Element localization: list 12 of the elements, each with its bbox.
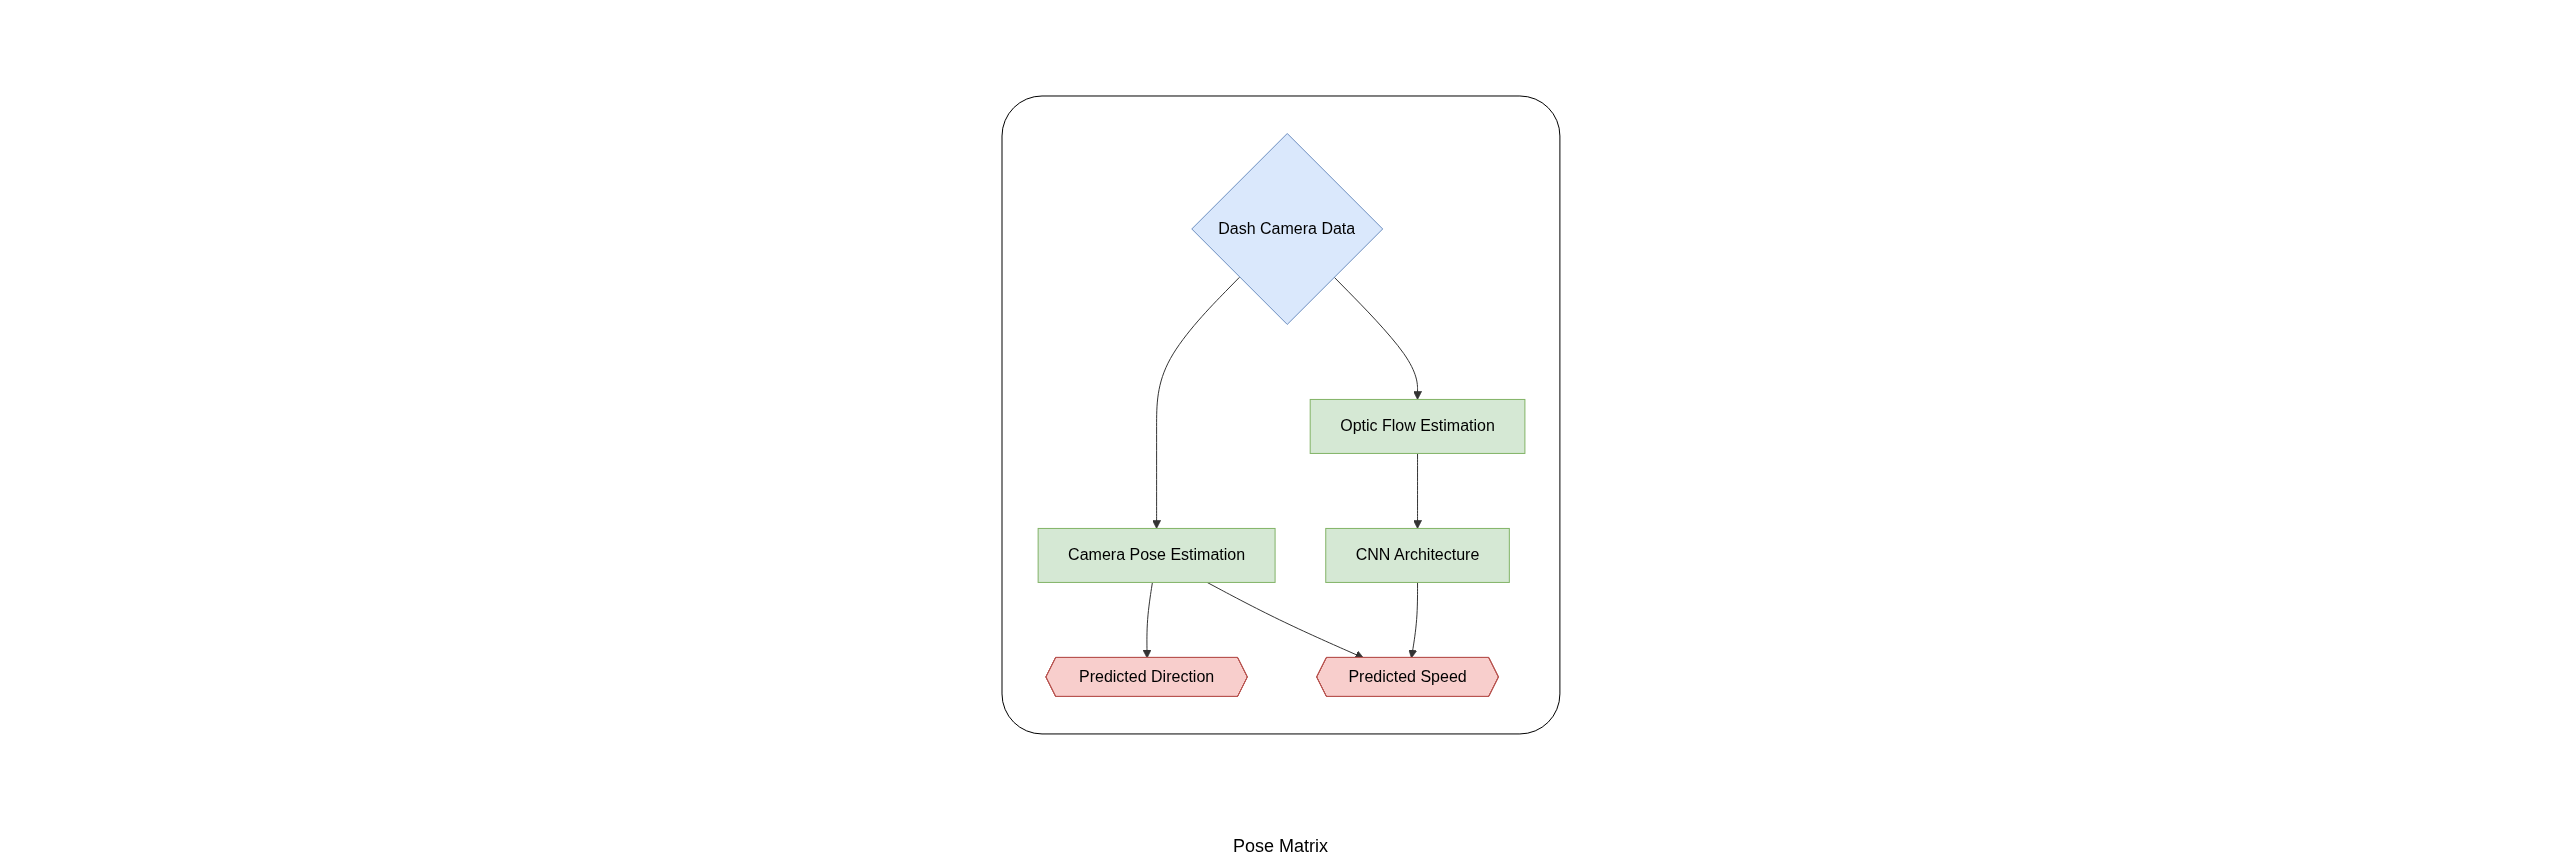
cluster xyxy=(1001,95,1560,735)
node-diamond: Dash Camera Data xyxy=(1190,133,1383,325)
arrow xyxy=(1412,453,1422,529)
note-text: Pose Matrix xyxy=(1233,836,1328,856)
arrow xyxy=(1407,581,1418,659)
node-box: CNN Architecture xyxy=(1324,527,1510,583)
arrow xyxy=(1151,276,1240,529)
arrow xyxy=(1333,276,1422,400)
node-box: Camera Pose Estimation xyxy=(1037,527,1276,583)
node-box: Optic Flow Estimation xyxy=(1309,399,1525,454)
arrow xyxy=(1206,581,1364,659)
arrow xyxy=(1142,581,1153,659)
